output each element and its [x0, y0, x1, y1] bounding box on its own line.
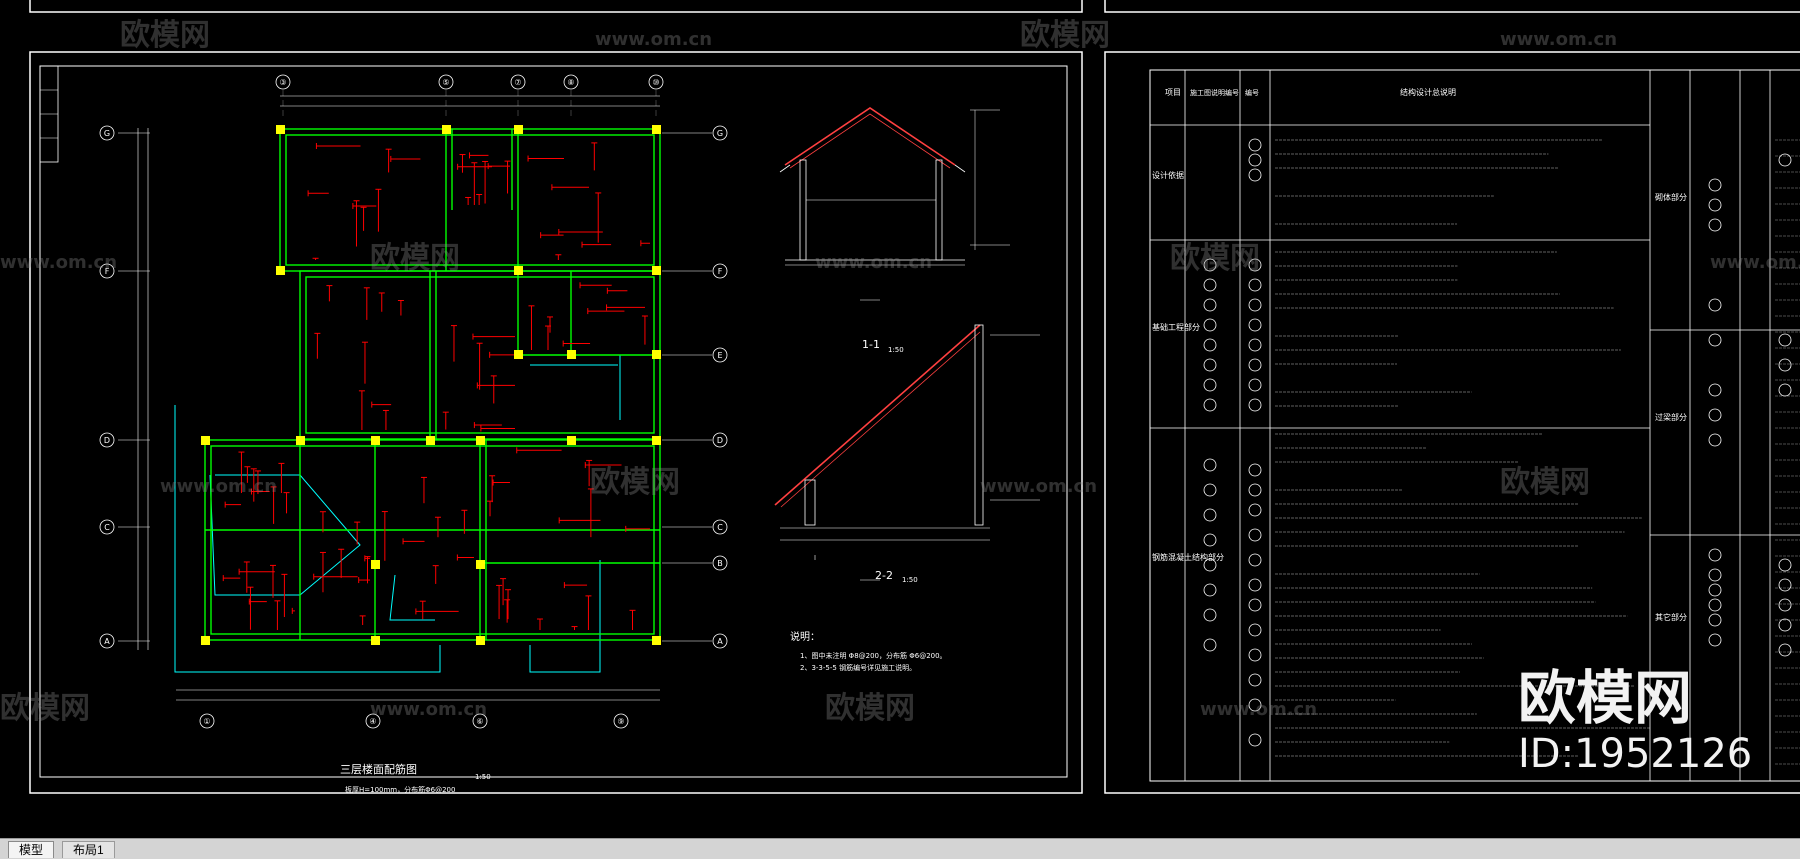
spec-row-label-2: 基础工程部分 — [1152, 322, 1200, 332]
watermark-brand: 欧模网 — [120, 18, 210, 53]
notes-heading: 说明： — [790, 630, 820, 643]
section-1-1-title: 1-1 — [862, 338, 880, 351]
watermark-brand-large: 欧模网 — [1518, 664, 1693, 732]
cad-drawing: ③ ⑤ ⑦ ⑧ ⑩ ① ④ ⑥ ⑨ G F D C A G F E D C B A — [0, 0, 1800, 794]
axis-label-right: B — [717, 559, 723, 568]
section-2-2-scale: 1:50 — [902, 576, 918, 584]
rebar-marks — [222, 142, 650, 630]
watermark-brand: 欧模网 — [0, 691, 90, 726]
axis-label-right: F — [718, 267, 723, 276]
section-1-1-scale: 1:50 — [888, 346, 904, 354]
watermark-brand: 欧模网 — [590, 465, 680, 500]
section-2-2-title: 2-2 — [875, 569, 893, 582]
axis-label-right: E — [717, 351, 722, 360]
sheet-frame-left — [29, 51, 1083, 794]
axis-label-bottom: ⑨ — [617, 717, 624, 726]
watermark-brand: 欧模网 — [825, 691, 915, 726]
axis-label-top: ⑤ — [442, 78, 449, 87]
axis-label-left: C — [104, 523, 110, 532]
spec-header-item: 项目 — [1165, 88, 1181, 97]
plan-title: 三层楼面配筋图 — [340, 762, 417, 776]
watermark-site: www.om.cn — [1200, 699, 1317, 720]
axis-label-right: G — [717, 129, 723, 138]
spec-row-label-right-1: 砌体部分 — [1655, 192, 1687, 202]
plan-scale: 1:50 — [475, 773, 491, 781]
axis-label-left: D — [104, 436, 110, 445]
axis-label-top: ③ — [279, 78, 286, 87]
watermark-site: www.om.cn — [980, 476, 1097, 497]
spec-row-label-1: 设计依据 — [1152, 170, 1184, 180]
watermark-brand: 欧模网 — [1500, 465, 1590, 500]
spec-table-grid — [1150, 70, 1800, 781]
watermark-site: www.om.cn — [595, 29, 712, 50]
note-1: 1、图中未注明 Φ8@200，分布筋 Φ6@200。 — [800, 651, 947, 660]
watermark-site: www.om.cn — [815, 252, 932, 273]
spec-row-label-right-2: 过梁部分 — [1655, 412, 1687, 422]
axis-label-left: A — [104, 637, 110, 646]
spec-header-content: 结构设计总说明 — [1400, 87, 1456, 97]
axis-label-top: ⑧ — [567, 78, 574, 87]
axis-label-right: C — [717, 523, 723, 532]
axis-label-left: F — [105, 267, 110, 276]
spec-row-label-3: 钢筋混凝土结构部分 — [1152, 552, 1224, 562]
tab-model[interactable]: 模型 — [8, 841, 55, 858]
watermark-brand: 欧模网 — [1170, 241, 1260, 276]
top-frame-left — [29, 0, 1083, 13]
axis-label-bottom: ① — [203, 717, 210, 726]
axis-label-top: ⑩ — [652, 78, 659, 87]
sheet-inner-frame-left — [39, 65, 1068, 778]
watermark-site: www.om.cn — [1710, 252, 1800, 273]
axis-label-bottom: ⑥ — [476, 717, 483, 726]
section-2-2 — [774, 324, 1040, 581]
spec-header-ref: 施工图说明编号 — [1190, 88, 1239, 97]
tab-layout1[interactable]: 布局1 — [62, 841, 115, 858]
watermark-brand: 欧模网 — [1020, 18, 1110, 53]
spec-table — [1149, 69, 1800, 782]
watermark-brand: 欧模网 — [370, 241, 460, 276]
watermark-site: www.om.cn — [0, 252, 117, 273]
spec-header-no: 编号 — [1245, 88, 1259, 97]
axis-label-right: D — [717, 436, 723, 445]
axis-label-right: A — [717, 637, 723, 646]
section-1-1 — [779, 107, 1010, 301]
axis-label-top: ⑦ — [514, 78, 521, 87]
model-space-canvas[interactable]: ③ ⑤ ⑦ ⑧ ⑩ ① ④ ⑥ ⑨ G F D C A G F E D C B A — [0, 0, 1800, 838]
spec-row-label-right-3: 其它部分 — [1655, 612, 1687, 622]
layout-tab-bar: 模型 布局1 — [0, 838, 1800, 859]
axis-label-bottom: ④ — [369, 717, 376, 726]
column-markers — [201, 125, 661, 645]
watermarks: 欧模网 www.om.cn 欧模网 www.om.cn www.om.cn 欧模… — [0, 18, 1800, 726]
watermark-site: www.om.cn — [160, 476, 277, 497]
watermark-site: www.om.cn — [370, 699, 487, 720]
watermark-id: ID:1952126 — [1518, 731, 1753, 777]
sheet-frame-right — [1104, 51, 1800, 794]
watermark-site: www.om.cn — [1500, 29, 1617, 50]
plan-note: 板厚H=100mm，分布筋Φ6@200 — [345, 785, 455, 794]
axis-label-left: G — [104, 129, 110, 138]
note-2: 2、3-3-5-5 钢筋编号详见施工说明。 — [800, 663, 916, 672]
floor-plan: ③ ⑤ ⑦ ⑧ ⑩ ① ④ ⑥ ⑨ G F D C A G F E D C B A — [99, 74, 728, 729]
top-frame-right — [1104, 0, 1800, 13]
